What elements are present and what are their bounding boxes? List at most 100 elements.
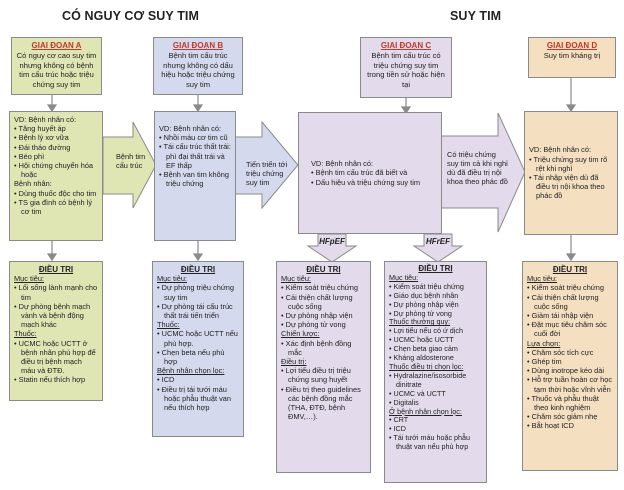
list-item: ICD (389, 424, 482, 434)
goal-heading: Mục tiêu: (14, 274, 44, 284)
treatment-b-title: ĐIỀU TRỊ (180, 265, 216, 274)
selected-heading: Ở bệnh nhân chọn lọc: (389, 406, 462, 416)
list-item: TS gia đình có bệnh lý cơ tim (14, 198, 98, 216)
list-item: UCMC hoặc UCTT (389, 335, 482, 345)
drug-heading: Thuốc thường quy: (389, 317, 451, 327)
stage-c-title: GIAI ĐOẠN C (380, 41, 432, 50)
goal-heading: Mục tiêu: (157, 274, 187, 284)
list-item: Hydralazine/isosorbide dinitrate (389, 371, 482, 390)
stage-d-box: GIAI ĐOẠN D Suy tim kháng trị (528, 37, 616, 78)
stage-c-box: GIAI ĐOẠN C Bệnh tim cấu trúc có triệu c… (360, 37, 452, 98)
list-item: UCMC hoặc UCTT ở bệnh nhân phù hợp để đi… (14, 339, 98, 376)
list-item: Cải thiện chất lượng cuộc sống (527, 293, 613, 311)
list-item: Dự phòng nhập viện (281, 311, 366, 320)
stage-b-box: GIAI ĐOẠN B Bệnh tim cấu trúc nhưng khôn… (153, 37, 243, 95)
list-item: Bệnh van tim không triệu chứng (159, 170, 231, 188)
list-item: Dự phòng nhập viện (389, 300, 482, 310)
hfref-label: HFrEF (426, 237, 450, 246)
list-item: Dự phòng tử vong (281, 320, 366, 329)
arrow-a-to-b (102, 121, 157, 209)
list-item: Béo phì (14, 152, 98, 161)
list-item: Kiểm soát triệu chứng (281, 283, 366, 292)
list-item: Bệnh tim cấu trúc đã biết và (311, 168, 420, 177)
example-c-box: VD: Bệnh nhân có: Bệnh tim cấu trúc đã b… (298, 112, 442, 234)
options-heading: Lựa chọn: (527, 338, 561, 348)
list-item: Hỗ trợ tuần hoàn cơ học tạm thời hoặc vĩ… (527, 375, 613, 393)
stage-a-box: GIAI ĐOẠN A Có nguy cơ cao suy tim nhưng… (11, 37, 102, 95)
stage-c-desc: Bệnh tim cấu trúc có triệu chứng suy tim… (367, 51, 445, 89)
list-item: Lối sống lành mạnh cho tim (14, 283, 98, 301)
treatment-hfref-title: ĐIỀU TRỊ (418, 264, 453, 273)
treatment-hfpef-box: ĐIỀU TRỊ Mục tiêu: Kiểm soát triệu chứng… (276, 261, 371, 473)
list-item: Triệu chứng suy tim rõ rệt khi nghỉ (529, 155, 613, 173)
example-b-box: VD: Bệnh nhân có: Nhồi máu cơ tim cũ Tái… (154, 111, 236, 241)
example-a-box: VD: Bệnh nhân có: Tăng huyết áp Bệnh lý … (9, 111, 103, 241)
list-item: Chẹn beta nếu phù hợp (157, 348, 239, 366)
stage-d-title: GIAI ĐOẠN D (546, 41, 598, 50)
list-item: Chẹn beta giao cảm (389, 344, 482, 354)
list-item: Ghép tim (527, 357, 613, 366)
treatment-d-box: ĐIỀU TRỊ Mục tiêu: Kiểm soát triệu chứng… (522, 261, 618, 471)
list-item: Giảm tái nhập viện (527, 311, 613, 320)
arrow-c-to-d (439, 112, 526, 233)
stage-b-desc: Bệnh tim cấu trúc nhưng không có dấu hiệ… (161, 51, 235, 89)
strategy-heading: Chiến lược: (281, 329, 320, 339)
stage-b-title: GIAI ĐOẠN B (172, 41, 224, 50)
list-item: Lợi tiểu nếu có ứ dịch (389, 326, 482, 336)
list-item: Nhồi máu cơ tim cũ (159, 133, 231, 142)
treatment-d-title: ĐIỀU TRỊ (552, 265, 588, 274)
treatment-hfref-box: ĐIỀU TRỊ Mục tiêu: Kiểm soát triệu chứng… (384, 261, 487, 483)
list-item: Bệnh lý xơ vữa (14, 133, 98, 142)
example-d-box: VD: Bệnh nhân có: Triệu chứng suy tim rõ… (524, 111, 618, 235)
transition-cd-label: Có triệu chứng suy tim cả khi nghỉ dù đã… (447, 150, 508, 186)
list-item: Dự phòng triệu chứng suy tim (157, 283, 239, 301)
list-item: Chăm sóc giảm nhẹ (527, 412, 613, 421)
drug-heading: Thuốc: (157, 320, 180, 330)
therapy-heading: Điều trị: (281, 357, 307, 367)
list-item: Cải thiện chất lượng cuộc sống (281, 293, 366, 311)
example-c-lead: VD: Bệnh nhân có: (311, 159, 374, 169)
arrow-b-to-c (234, 120, 299, 210)
list-item: Chăm sóc tích cực (527, 348, 613, 357)
list-item: Điều trị theo guidelines các bệnh đồng m… (281, 385, 366, 422)
list-item: Digitalis (389, 398, 482, 408)
list-item: Bắt hoạt ICD (527, 421, 613, 430)
selected-heading: Bệnh nhân chọn lọc: (157, 366, 225, 376)
list-item: Thuốc và phẫu thuật theo kinh nghiệm (527, 394, 613, 412)
example-d-lead: VD: Bệnh nhân có: (529, 145, 592, 155)
list-item: Dự phòng tử vong (389, 309, 482, 319)
list-item: Kiểm soát triệu chứng (527, 283, 613, 292)
list-item: Dùng inotrope kéo dài (527, 366, 613, 375)
treatment-b-box: ĐIỀU TRỊ Mục tiêu: Dự phòng triệu chứng … (152, 261, 244, 437)
treatment-hfpef-title: ĐIỀU TRỊ (306, 265, 341, 274)
list-item: Đặt mục tiêu chăm sóc cuối đời (527, 320, 613, 338)
list-item: Dấu hiệu và triệu chứng suy tim (311, 178, 420, 187)
stage-d-desc: Suy tim kháng trị (543, 51, 601, 61)
goal-heading: Mục tiêu: (281, 274, 311, 284)
example-a-lead2: Bệnh nhân: (14, 179, 52, 189)
list-item: CRT (389, 416, 482, 425)
list-item: Điều trị tái tưới máu hoặc phẫu thuật va… (157, 385, 239, 413)
treatment-a-title: ĐIỀU TRỊ (38, 265, 74, 274)
treatment-a-box: ĐIỀU TRỊ Mục tiêu: Lối sống lành mạnh ch… (9, 261, 103, 401)
list-item: Kiểm soát triệu chứng (389, 282, 482, 292)
list-item: UCMC và UCTT (389, 389, 482, 399)
transition-bc-label: Tiến triển tới triệu chứng suy tim (246, 160, 288, 187)
goal-heading: Mục tiêu: (389, 272, 419, 282)
stage-a-desc: Có nguy cơ cao suy tim nhưng không có bệ… (16, 51, 97, 89)
list-item: Dự phòng tái cấu trúc thất trái tiến tri… (157, 302, 239, 320)
list-item: Statin nếu thích hợp (14, 375, 98, 384)
drug-heading: Thuốc: (14, 329, 37, 339)
arrow-c-to-hfref (412, 233, 464, 263)
list-item: Tái nhập viện dù đã điều trị nội khoa th… (529, 173, 613, 201)
list-item: Tái tưới máu hoặc phẫu thuật van nếu phù… (389, 433, 482, 452)
list-item: Tăng huyết áp (14, 124, 98, 133)
list-item: UCMC hoặc UCTT nếu phù hợp. (157, 329, 239, 347)
goal-heading: Mục tiêu: (527, 274, 557, 284)
example-b-lead: VD: Bệnh nhân có: (159, 124, 222, 133)
transition-ab-label: Bệnh tim cấu trúc (116, 152, 146, 170)
selected-drug-heading: Thuốc điều trị chọn lọc: (389, 361, 464, 371)
hfpef-label: HFpEF (319, 237, 345, 246)
list-item: Hội chứng chuyển hóa hoặc (14, 161, 98, 179)
